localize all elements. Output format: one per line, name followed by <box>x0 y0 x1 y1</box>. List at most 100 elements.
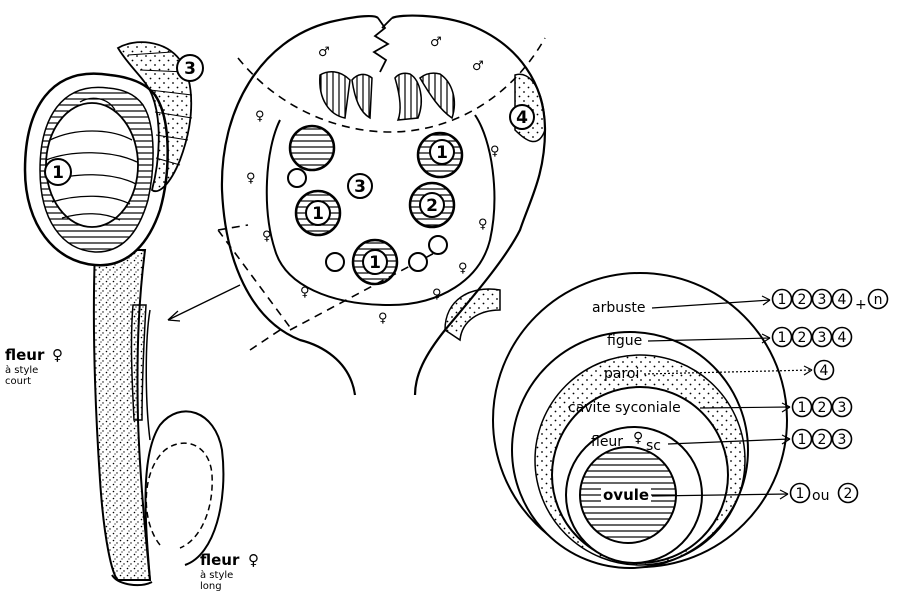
code-circle: 2 <box>793 290 812 309</box>
flower-word: fleur <box>5 346 45 364</box>
left-panel-ovary <box>25 42 240 585</box>
marker-label: 1 <box>312 204 324 224</box>
code-circle: 1 <box>793 430 812 449</box>
style-line2: court <box>5 376 31 387</box>
code-value: 1 <box>778 292 787 308</box>
code-circle: 3 <box>833 398 852 417</box>
ou-joiner: ou <box>812 488 829 504</box>
female-symbol: ♀ <box>248 551 259 569</box>
code-circle: 2 <box>813 398 832 417</box>
female-symbol: ♀ <box>432 287 442 302</box>
marker-2-right: 2 <box>420 193 444 217</box>
pointer-arrow <box>168 285 240 320</box>
marker-3-center: 3 <box>348 174 372 198</box>
code-value: 3 <box>818 330 827 346</box>
code-circle: 3 <box>833 430 852 449</box>
layer-sub: sc <box>646 438 661 454</box>
code-circle: 2 <box>813 430 832 449</box>
codes-figue: 1 2 3 4 <box>773 328 852 347</box>
codes-paroi: 4 <box>815 361 834 380</box>
female-symbol: ♀ <box>52 346 63 364</box>
code-value: 3 <box>838 400 847 416</box>
code-circle: 1 <box>773 290 792 309</box>
female-symbol: ♀ <box>255 109 265 124</box>
codes-cavite: 1 2 3 <box>793 398 852 417</box>
code-value: n <box>874 292 883 308</box>
code-value: 2 <box>818 400 827 416</box>
code-value: 2 <box>818 432 827 448</box>
code-circle: 3 <box>813 328 832 347</box>
right-panel-nested-layers <box>493 273 787 568</box>
marker-label: 3 <box>184 59 196 79</box>
code-value: 2 <box>798 292 807 308</box>
layer-label: cavite syconiale <box>568 400 681 416</box>
marker-label: 2 <box>426 196 438 216</box>
short-style <box>131 305 146 420</box>
dashed-boundary-upper <box>238 38 545 132</box>
code-value: 4 <box>838 292 847 308</box>
code-circle: n <box>869 290 888 309</box>
code-value: 4 <box>820 363 829 379</box>
male-symbol: ♂ <box>318 45 330 60</box>
code-value: 3 <box>838 432 847 448</box>
marker-label: 1 <box>369 253 381 273</box>
layer-label: arbuste <box>592 300 646 316</box>
female-symbol: ♀ <box>262 229 272 244</box>
code-value: 3 <box>818 292 827 308</box>
female-symbol: ♀ <box>300 285 310 300</box>
fig-wall-section <box>445 289 500 340</box>
male-symbol: ♂ <box>430 35 442 50</box>
layer-label: ovule <box>603 486 649 504</box>
code-value: 4 <box>838 330 847 346</box>
male-flowers <box>320 72 455 120</box>
female-symbol: ♀ <box>490 144 500 159</box>
marker-1-larva: 1 <box>45 159 71 185</box>
female-symbol: ♀ <box>378 311 388 326</box>
code-circle: 1 <box>793 398 812 417</box>
long-style-ovule <box>146 443 212 548</box>
flower-word: fleur <box>200 551 240 569</box>
male-symbol: ♂ <box>472 59 484 74</box>
marker-3-wasp: 3 <box>177 55 203 81</box>
code-circle: 4 <box>833 328 852 347</box>
marker-label: 3 <box>354 177 366 197</box>
marker-label: 1 <box>436 143 448 163</box>
code-circle: 1 <box>791 484 810 503</box>
female-symbol: ♀ <box>478 217 488 232</box>
codes-fleur: 1 2 3 <box>793 430 852 449</box>
codes-arbuste: 1 2 3 4 + n <box>773 290 888 314</box>
code-value: 1 <box>798 432 807 448</box>
style-line2: long <box>200 581 222 592</box>
codes-ovule: 1 ou 2 <box>791 484 858 505</box>
code-circle: 3 <box>813 290 832 309</box>
code-value: 2 <box>798 330 807 346</box>
center-panel-fig-section <box>218 16 545 395</box>
code-value: 1 <box>796 486 805 502</box>
label-flower-long-style: fleur ♀ à style long <box>200 551 259 592</box>
marker-4-wall: 4 <box>510 105 534 129</box>
layer-label: figue <box>607 333 642 349</box>
style-line1: à style <box>5 364 38 376</box>
code-circle: 4 <box>833 290 852 309</box>
code-value: 2 <box>844 486 853 502</box>
code-value: 1 <box>778 330 787 346</box>
female-symbol: ♀ <box>246 171 256 186</box>
marker-label: 1 <box>52 163 64 183</box>
code-value: 1 <box>798 400 807 416</box>
female-symbol: ♀ <box>633 430 643 446</box>
code-circle: 2 <box>839 484 858 503</box>
marker-1-bottom: 1 <box>363 250 387 274</box>
plus-sign: + <box>855 297 867 313</box>
code-circle: 1 <box>773 328 792 347</box>
code-circle: 4 <box>815 361 834 380</box>
marker-1-left: 1 <box>306 201 330 225</box>
ostiole <box>374 18 392 72</box>
female-symbol: ♀ <box>458 261 468 276</box>
marker-label: 4 <box>516 108 528 128</box>
marker-1-upper-right: 1 <box>430 140 454 164</box>
layer-label: paroi <box>604 366 639 382</box>
code-circle: 2 <box>793 328 812 347</box>
dashed-boundary-lower <box>218 225 440 350</box>
fig-outline <box>222 16 545 395</box>
